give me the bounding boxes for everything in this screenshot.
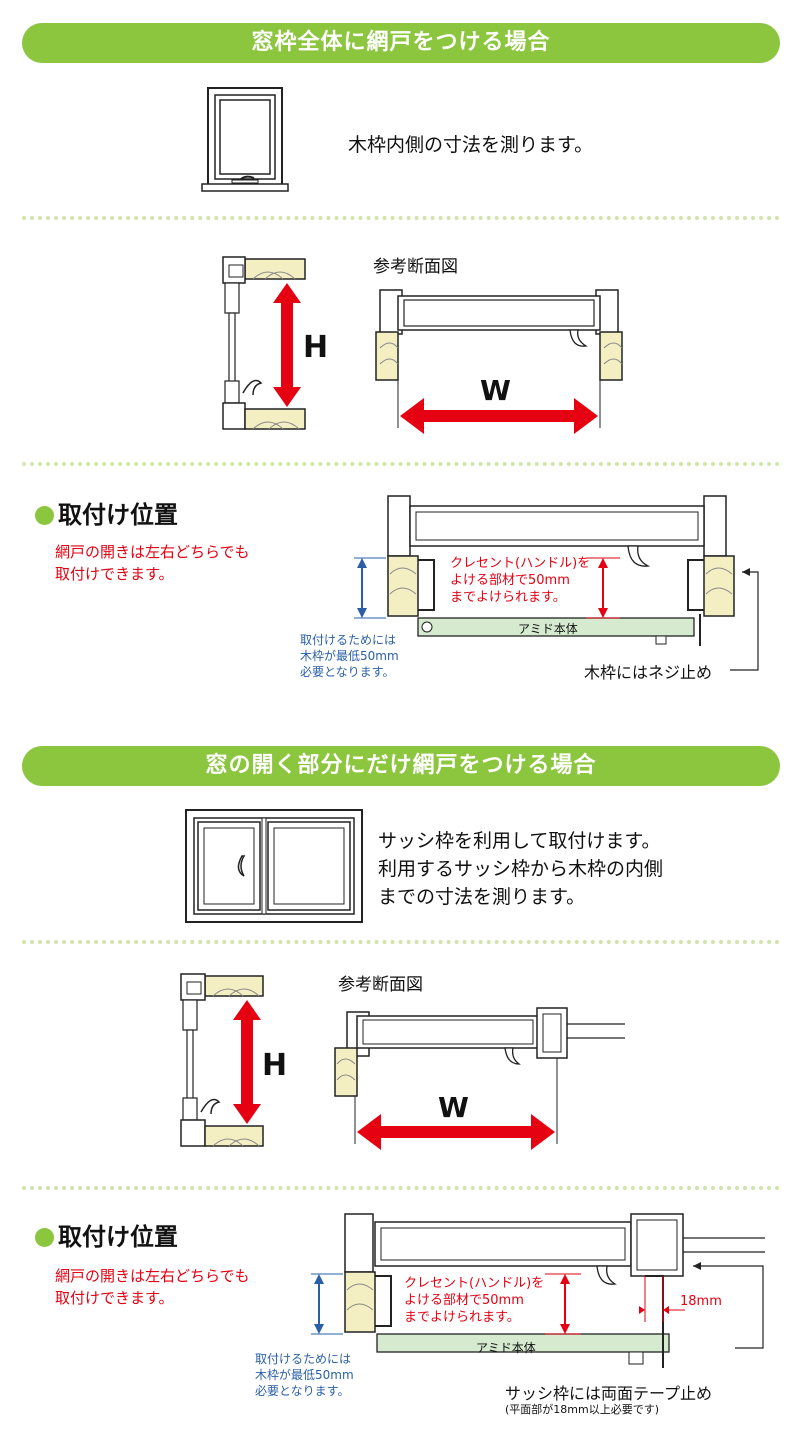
section2-screen-body-label: アミド本体 [476,1341,536,1355]
section1-crescent-line3: までよけられます。 [450,590,566,605]
bullet-icon [35,1228,54,1247]
divider [22,1186,780,1190]
mount-title-text: 取付け位置 [58,1223,178,1251]
section1-requirement-line2: 木枠が最低50mm [300,649,399,663]
section2-crescent-line2: よける部材で50mm [404,1293,524,1308]
section1-reference-label: 参考断面図 [373,257,458,277]
section2-fixing-subnote: (平面部が18mm以上必要です) [505,1403,660,1416]
sliding-window-illustration [185,809,363,923]
section2-mount-note-line2: 取付けできます。 [55,1289,174,1307]
section2-instruction-line2: 利用するサッシ枠から木枠の内側 [378,858,664,880]
section2-mount-note-line1: 網戸の開きは左右どちらでも [55,1267,250,1285]
section1-instruction: 木枠内側の寸法を測ります。 [348,134,594,156]
height-label: H [303,330,329,365]
section2-crescent-line3: までよけられます。 [404,1310,520,1325]
section2-requirement-line3: 必要となります。 [255,1384,350,1398]
divider [22,216,780,220]
section2-reference-label: 参考断面図 [338,975,423,995]
vertical-section-diagram [180,973,264,1147]
section2-requirement-line1: 取付けるためには [255,1352,352,1366]
section1-crescent-line2: よける部材で50mm [450,573,570,588]
section1-mount-title: 取付け位置 [35,495,178,530]
horizontal-section-diagram [334,1007,625,1150]
section2-instruction-line3: までの寸法を測ります。 [378,886,586,908]
section1-mount-note-line2: 取付けできます。 [55,565,174,583]
vertical-section-diagram [222,256,306,430]
section1-mount-note-line1: 網戸の開きは左右どちらでも [55,543,250,561]
section2-crescent-line1: クレセント(ハンドル)を [404,1276,545,1291]
section2-dimension-label: 18mm [680,1294,722,1309]
section1-crescent-line1: クレセント(ハンドル)を [450,556,591,571]
horizontal-section-diagram [375,289,623,434]
section2-requirement-line2: 木枠が最低50mm [255,1368,354,1382]
divider [22,940,780,944]
mount-position-diagram [354,495,759,671]
mount-position-diagram [311,1213,765,1368]
width-label: W [438,1091,469,1124]
section1-requirement-line3: 必要となります。 [300,665,395,679]
section2-fixing-note: サッシ枠には両面テープ止め [505,1384,713,1403]
section2-mount-title: 取付け位置 [35,1217,178,1252]
divider [22,462,780,466]
window-frame-illustration [201,87,289,192]
section1-banner: 窓枠全体に網戸をつける場合 [22,23,780,63]
section2-banner: 窓の開く部分にだけ網戸をつける場合 [22,746,780,786]
mount-title-text: 取付け位置 [58,501,178,529]
section2-instruction-line1: サッシ枠を利用して取付けます。 [378,830,661,852]
height-label: H [262,1048,288,1083]
width-label: W [480,374,511,407]
section1-requirement-line1: 取付けるためには [300,633,397,647]
section1-screen-body-label: アミド本体 [518,622,578,636]
section1-fixing-note: 木枠にはネジ止め [584,663,713,682]
bullet-icon [35,506,54,525]
